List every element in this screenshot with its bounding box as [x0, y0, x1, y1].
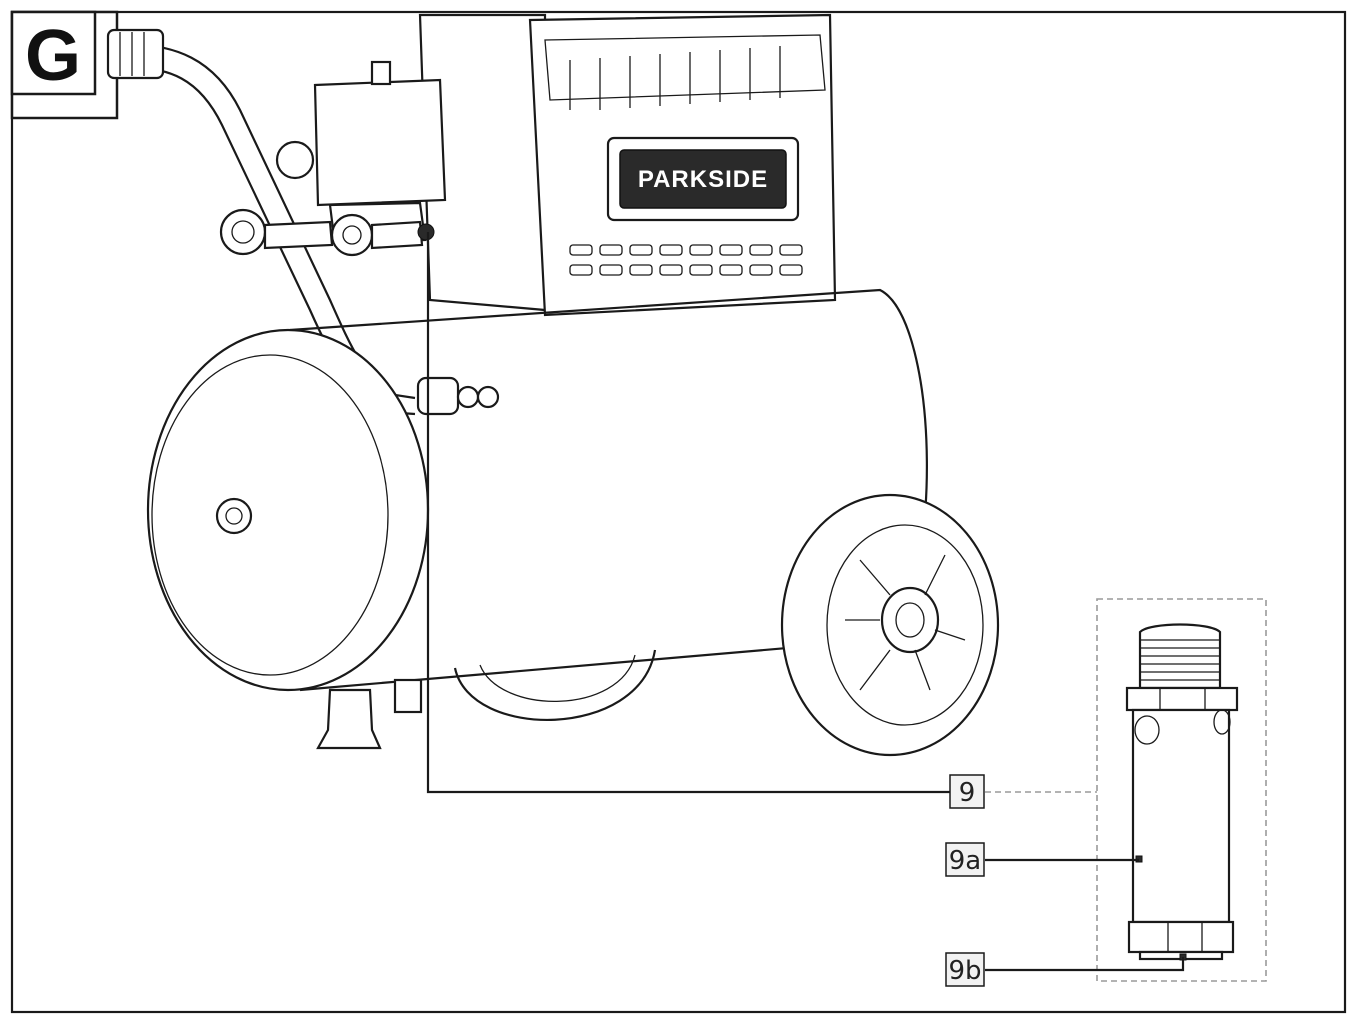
- callout-9: 9: [949, 774, 985, 809]
- rear-wheel: [453, 649, 657, 722]
- pressure-switch: [313, 60, 447, 247]
- callout-9b: 9b: [945, 952, 985, 987]
- figure-frame: [10, 10, 1347, 1014]
- front-wheel: [780, 493, 1000, 757]
- figure-letter-box: G: [10, 10, 119, 120]
- check-valve-detail: [1125, 623, 1239, 961]
- figure-letter: G: [25, 16, 81, 96]
- brand-logo-text: PARKSIDE: [638, 166, 768, 193]
- motor-housing: PARKSIDE: [418, 13, 837, 317]
- callout-9a: 9a: [945, 842, 985, 877]
- callout-9-label: 9: [959, 778, 976, 808]
- callout-9b-label: 9b: [948, 956, 981, 986]
- detail-box: [1096, 598, 1267, 982]
- outlet-valves: [219, 140, 435, 257]
- leader-lines: [426, 232, 1185, 972]
- callout-9a-label: 9a: [949, 846, 981, 876]
